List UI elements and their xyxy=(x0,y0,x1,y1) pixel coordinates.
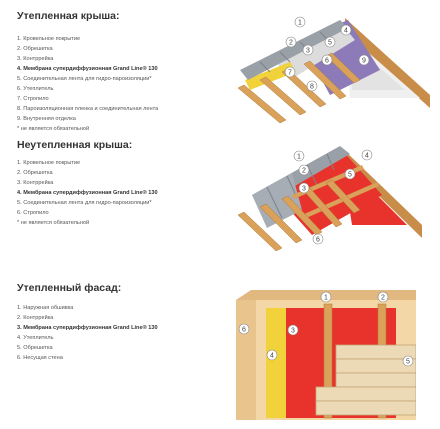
legend-item: 2. Контррейка xyxy=(17,315,54,321)
svg-text:4: 4 xyxy=(365,152,369,159)
number-badge: 2 xyxy=(298,164,310,176)
number-badge: 6 xyxy=(238,323,250,335)
svg-text:3: 3 xyxy=(306,47,310,54)
svg-text:8: 8 xyxy=(310,83,314,90)
svg-text:7: 7 xyxy=(288,69,292,76)
legend-item: 3. Мембрана супердиффузионная Grand Line… xyxy=(17,325,158,331)
svg-text:5: 5 xyxy=(348,171,352,178)
svg-text:6: 6 xyxy=(242,326,246,333)
number-badge: 5 xyxy=(402,355,414,367)
svg-text:1: 1 xyxy=(298,19,302,26)
legend-item: 1. Наружная обшивка xyxy=(17,305,74,311)
cold-roof-legend: 1. Кровельное покрытие 2. Обрешетка 3. Кон… xyxy=(17,158,158,228)
svg-text:5: 5 xyxy=(328,39,332,46)
number-badge: 6 xyxy=(321,54,333,66)
svg-text:1: 1 xyxy=(297,153,301,160)
number-badge: 5 xyxy=(324,36,336,48)
facade-legend: 1. Наружная обшивка 2. Контррейка 3. Мембр… xyxy=(17,303,158,363)
svg-text:2: 2 xyxy=(289,39,293,46)
number-badge: 4 xyxy=(266,349,278,361)
legend-item: 8. Пароизоляционная пленка и соединитель… xyxy=(17,106,159,112)
legend-item: 7. Стропило xyxy=(17,96,49,102)
number-badge: 1 xyxy=(293,150,305,162)
number-badge: 2 xyxy=(285,36,297,48)
legend-item: 1. Кровельное покрытие xyxy=(17,36,81,42)
number-badge: 6 xyxy=(312,233,324,245)
svg-text:3: 3 xyxy=(291,327,295,334)
legend-item: 4. Мембрана супердиффузионная Grand Line… xyxy=(17,190,158,196)
legend-note: * не является обязательной xyxy=(17,126,90,132)
number-badge: 2 xyxy=(377,291,389,303)
number-badge: 4 xyxy=(361,149,373,161)
insulated-roof-title: Утепленная крыша: xyxy=(17,10,120,22)
legend-item: 3. Контррейка xyxy=(17,180,54,186)
svg-text:4: 4 xyxy=(270,352,274,359)
number-badge: 4 xyxy=(340,24,352,36)
svg-text:4: 4 xyxy=(344,27,348,34)
number-badge: 1 xyxy=(320,291,332,303)
legend-item: 4. Утеплитель xyxy=(17,335,54,341)
number-badge: 1 xyxy=(294,16,306,28)
svg-text:5: 5 xyxy=(406,358,410,365)
legend-item: 5. Соединительная лента для гидро-пароиз… xyxy=(17,76,152,82)
number-badge: 3 xyxy=(287,324,299,336)
legend-item: 9. Внутренняя отделка xyxy=(17,116,76,122)
svg-text:2: 2 xyxy=(381,294,385,301)
svg-text:2: 2 xyxy=(302,167,306,174)
number-badge: 5 xyxy=(344,168,356,180)
legend-item: 2. Обрешетка xyxy=(17,170,53,176)
insulated-roof-legend: 1. Кровельное покрытие 2. Обрешетка 3. Кон… xyxy=(17,34,158,134)
legend-item: 5. Обрешетка xyxy=(17,345,53,351)
legend-item: 2. Обрешетка xyxy=(17,46,53,52)
legend-item: 3. Контррейка xyxy=(17,56,54,62)
legend-item: 6. Стропило xyxy=(17,210,49,216)
cold-roof-title: Неутепленная крыша: xyxy=(17,139,133,151)
number-badge: 9 xyxy=(358,54,370,66)
legend-item: 5. Соединительная лента для гидро-пароиз… xyxy=(17,200,152,206)
legend-item: 6. Утеплитель xyxy=(17,86,54,92)
number-badge: 3 xyxy=(298,182,310,194)
legend-note: * не является обязательной xyxy=(17,220,90,226)
legend-item: 6. Несущая стена xyxy=(17,355,63,361)
facade-illustration xyxy=(236,290,416,420)
svg-text:6: 6 xyxy=(316,236,320,243)
svg-text:1: 1 xyxy=(324,294,328,301)
svg-text:9: 9 xyxy=(362,57,366,64)
facade-title: Утепленный фасад: xyxy=(17,282,122,294)
legend-item: 4. Мембрана супердиффузионная Grand Line… xyxy=(17,66,158,72)
number-badge: 7 xyxy=(284,66,296,78)
svg-text:6: 6 xyxy=(325,57,329,64)
number-badge: 3 xyxy=(302,44,314,56)
svg-text:3: 3 xyxy=(302,185,306,192)
number-badge: 8 xyxy=(306,80,318,92)
legend-item: 1. Кровельное покрытие xyxy=(17,160,81,166)
